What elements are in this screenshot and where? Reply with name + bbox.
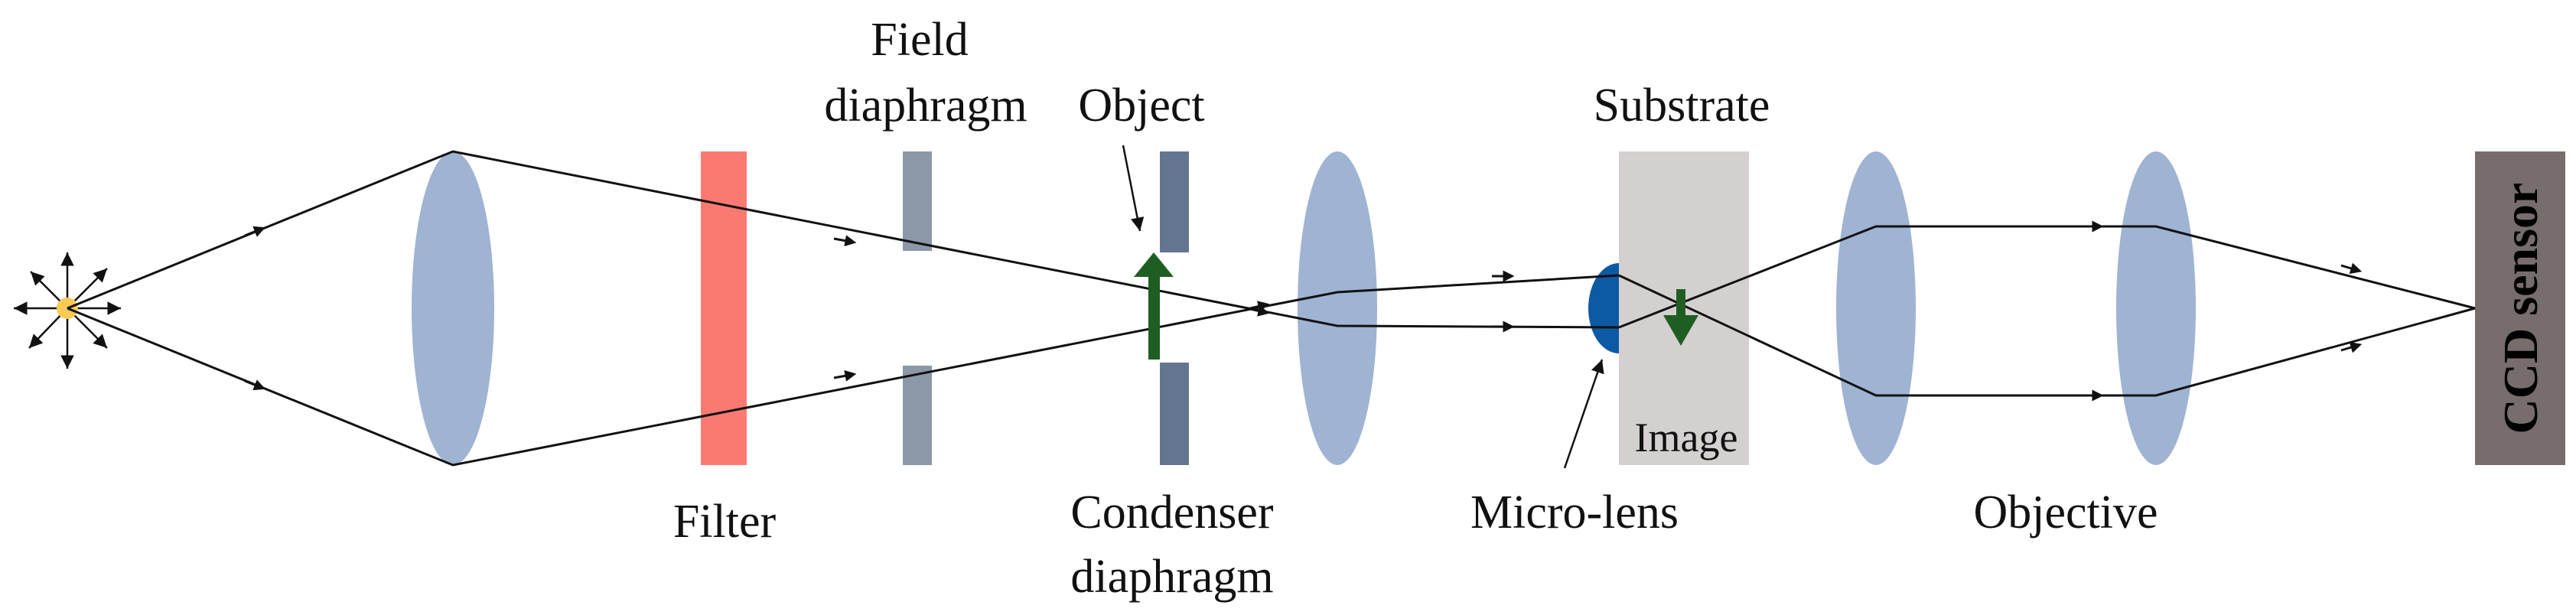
filter [701,151,747,465]
label-image: Image [1635,415,1738,460]
light-source [14,252,121,369]
label-object: Object [1078,80,1204,132]
objective-lens-1 [1836,151,1916,465]
image-arrow-icon [1663,289,1698,346]
label-substrate: Substrate [1594,80,1770,132]
micro-lens-pointer [1563,359,1604,469]
object-pointer [1122,145,1145,232]
label-field-diaphragm-line2: diaphragm [824,80,1027,132]
condenser-diaphragm-bottom [1160,363,1189,465]
condenser-lens [1298,151,1377,465]
object-arrow-icon [1134,252,1174,360]
label-filter: Filter [673,496,777,548]
light-rays [67,150,2476,467]
label-condenser-line2: diaphragm [1070,551,1273,603]
condenser-diaphragm-top [1160,151,1189,252]
label-field-diaphragm-line1: Field [871,14,968,66]
label-micro-lens: Micro-lens [1470,486,1679,539]
collector-lens [412,151,494,465]
field-diaphragm-top [903,151,932,251]
label-condenser-line1: Condenser [1070,486,1274,539]
micro-lens [1588,263,1619,353]
objective-lens-2 [2116,151,2196,465]
label-objective: Objective [1973,486,2158,539]
ccd-sensor [2475,151,2565,465]
field-diaphragm-bottom [903,366,932,465]
label-ccd-sensor: CCD sensor [2493,183,2548,434]
